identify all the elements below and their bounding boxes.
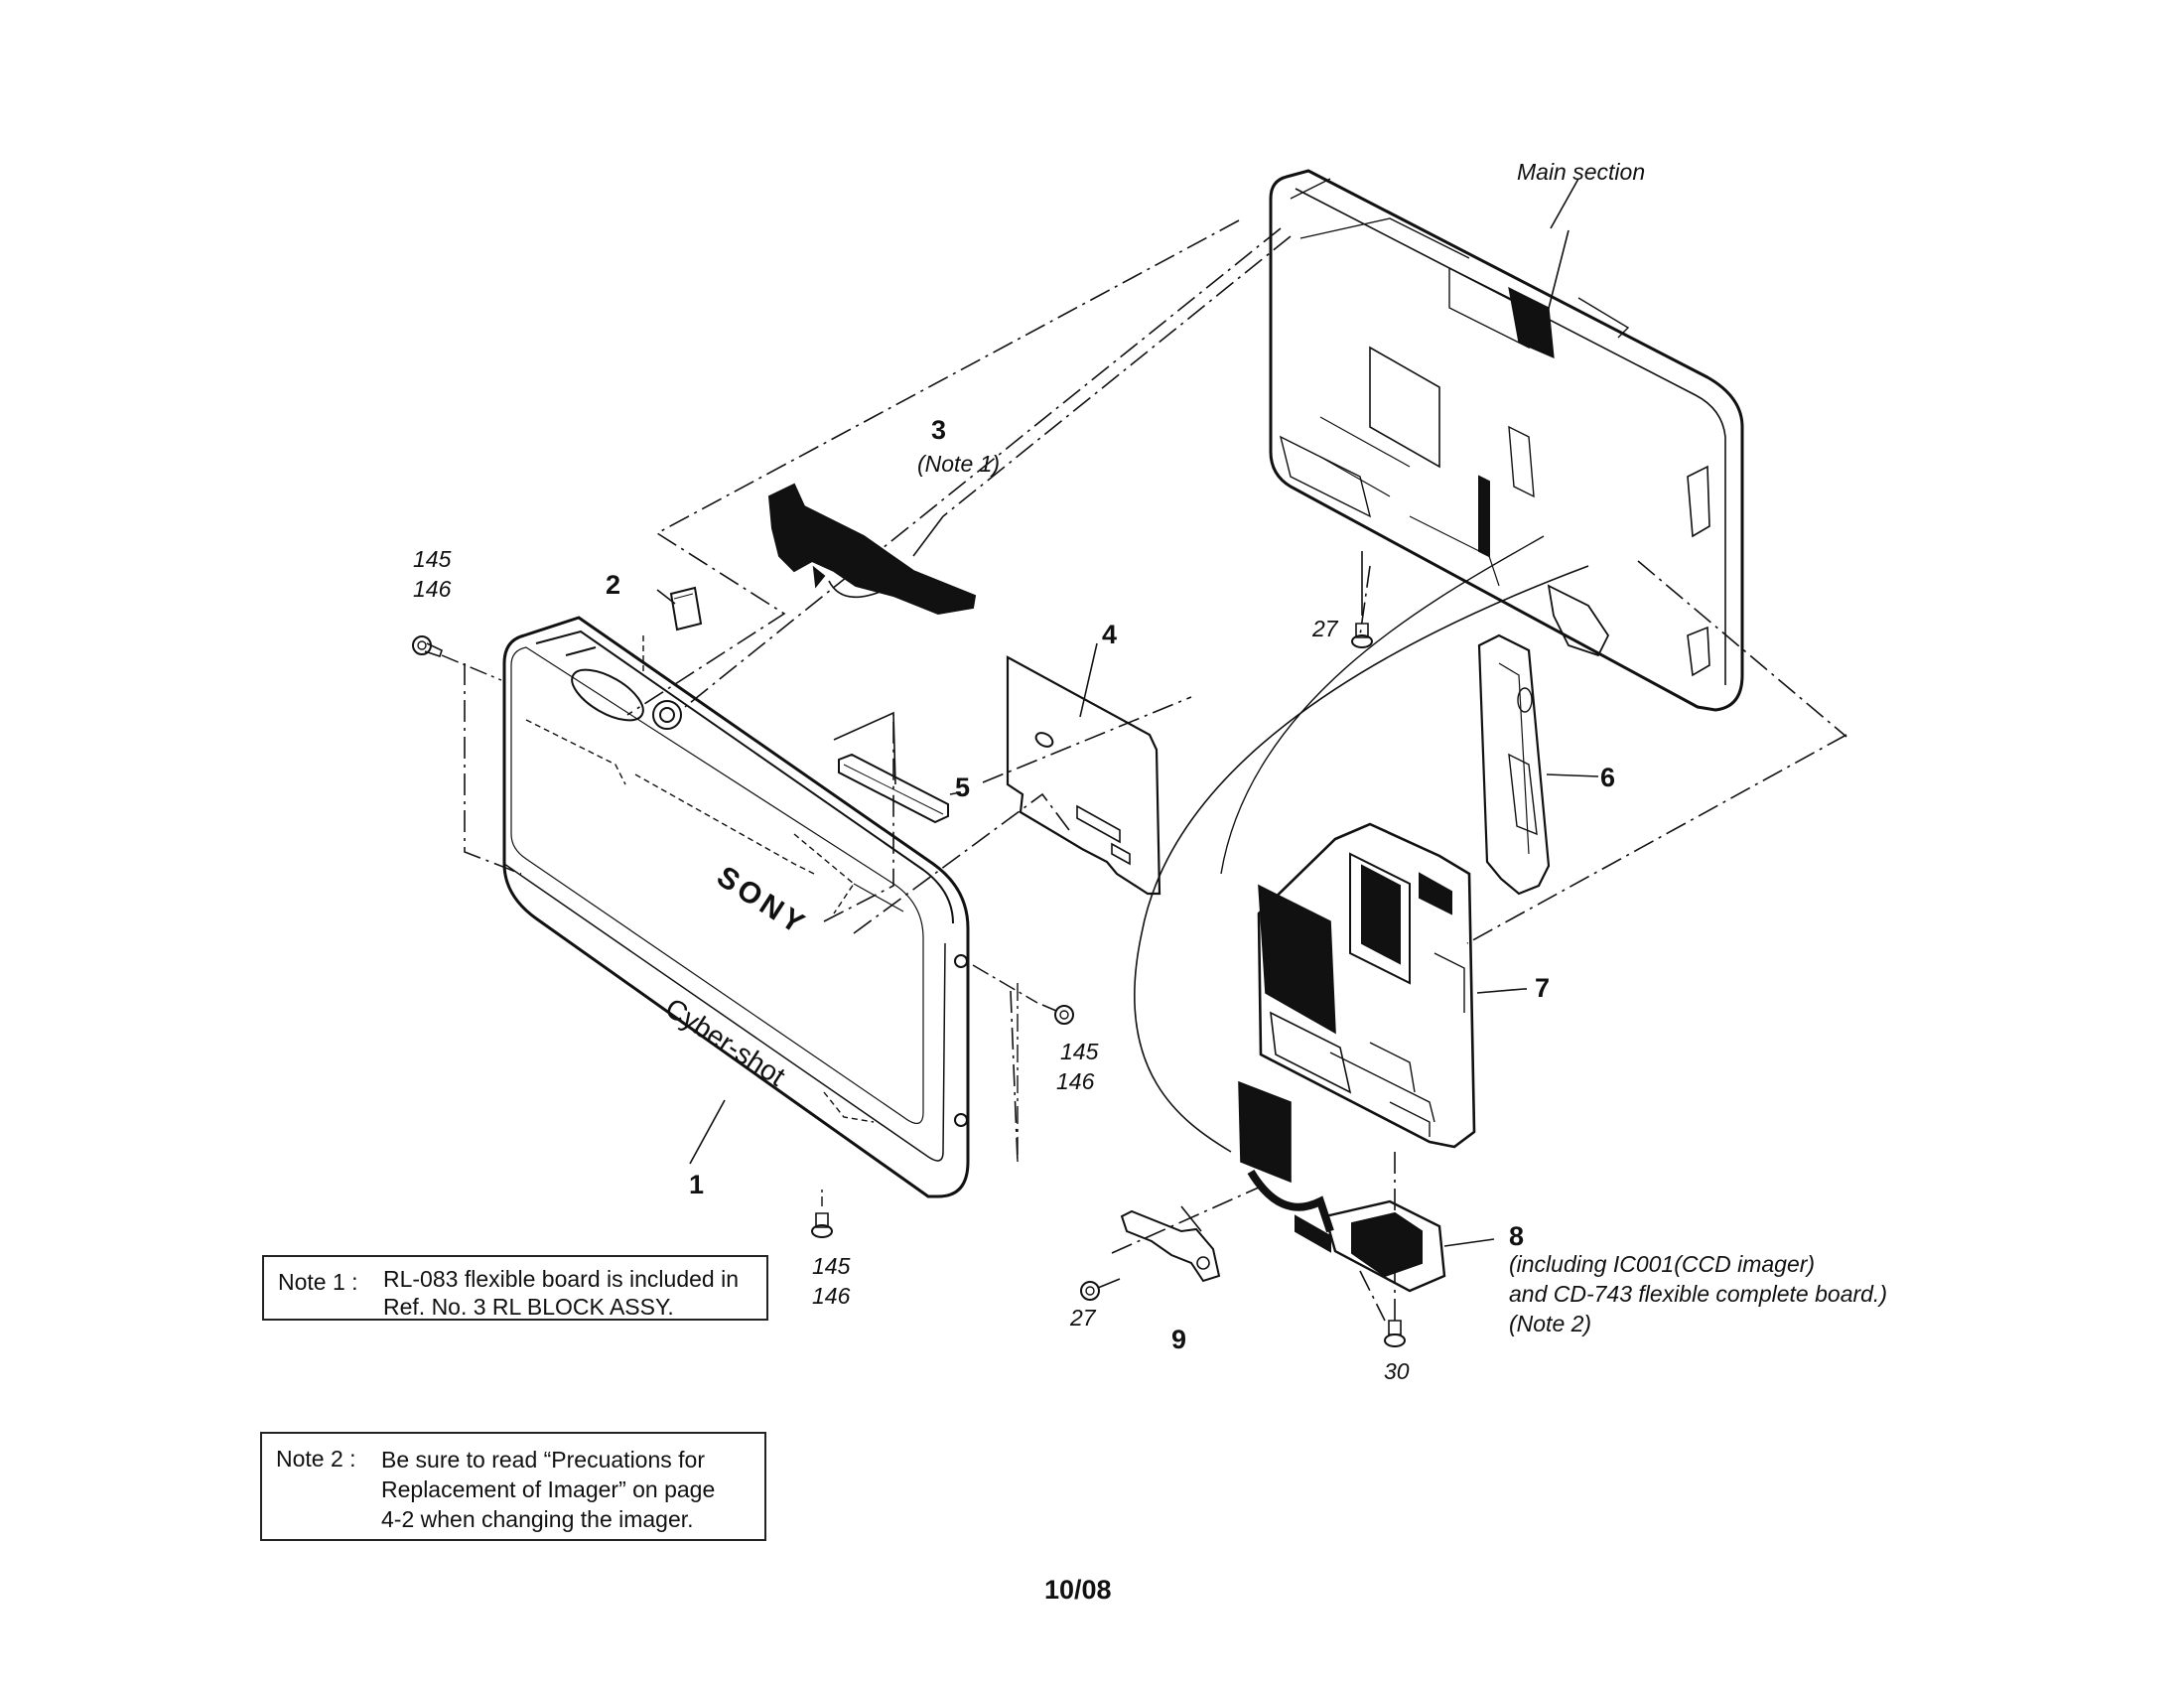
screw-27-label-top: 27 <box>1312 616 1338 641</box>
ref-8-desc-1: (including IC001(CCD imager) <box>1509 1251 1816 1277</box>
ref-5-label: 5 <box>955 772 971 802</box>
ref-4-label: 4 <box>1102 620 1118 649</box>
note-2-line-1: Be sure to read “Precuations for <box>381 1447 705 1473</box>
screw-27-top <box>1351 551 1373 648</box>
main-section-label: Main section <box>1517 159 1646 185</box>
leader-lines <box>689 178 1579 1165</box>
flex-cable-curve <box>1134 565 1589 1153</box>
ref-1-label: 1 <box>689 1170 705 1199</box>
note-1-tag: Note 1 : <box>278 1269 358 1295</box>
front-cabinet: SONY Cyber-shot <box>502 616 970 1198</box>
part-3-rl-block <box>767 483 977 616</box>
ref-6-label: 6 <box>1600 763 1616 792</box>
screw-145-146-right <box>972 964 1074 1162</box>
ref-9-label: 9 <box>1171 1325 1187 1354</box>
part-6-bracket <box>1477 633 1599 896</box>
note-2-line-2: Replacement of Imager” on page <box>381 1476 716 1502</box>
ref-3-label: 3 <box>931 415 947 445</box>
screw-146-label-c: 146 <box>812 1283 851 1309</box>
main-section-chassis <box>1269 169 1744 712</box>
screw-146-label-b: 146 <box>1056 1068 1095 1094</box>
screw-145-label-a: 145 <box>413 546 452 572</box>
note-1-box: Note 1 : RL-083 flexible board is includ… <box>262 1255 768 1321</box>
note-2-tag: Note 2 : <box>276 1446 356 1472</box>
screw-145-label-c: 145 <box>812 1253 851 1279</box>
screw-27-label-bottom: 27 <box>1070 1305 1096 1331</box>
ref-3-note: (Note 1) <box>917 451 1001 477</box>
part-7-lens-block <box>1257 822 1525 1149</box>
screw-145-146-bottom <box>811 1187 833 1238</box>
page-number: 10/08 <box>1044 1575 1112 1605</box>
screw-146-label-a: 146 <box>413 576 452 602</box>
note-1-line-2: Ref. No. 3 RL BLOCK ASSY. <box>383 1294 674 1320</box>
brand-logo: SONY <box>711 860 813 942</box>
ref-8-note: (Note 2) <box>1509 1311 1592 1336</box>
ref-2-label: 2 <box>606 570 621 600</box>
ref-8-label: 8 <box>1509 1221 1525 1251</box>
note-1-line-1: RL-083 flexible board is included in <box>383 1266 739 1292</box>
model-logo: Cyber-shot <box>660 992 791 1092</box>
screw-30-label: 30 <box>1384 1358 1410 1384</box>
note-2-line-3: 4-2 when changing the imager. <box>381 1506 694 1532</box>
screw-145-label-b: 145 <box>1060 1039 1099 1064</box>
ref-8-desc-2: and CD-743 flexible complete board.) <box>1509 1281 1887 1307</box>
screw-30 <box>1384 1320 1406 1347</box>
screw-145-146-left <box>412 635 502 681</box>
part-8-ccd-imager <box>1238 1080 1495 1293</box>
ref-7-label: 7 <box>1535 973 1551 1003</box>
part-4-sheet <box>1006 642 1161 896</box>
part-2-pad <box>642 586 703 675</box>
note-2-box: Note 2 : Be sure to read “Precuations fo… <box>260 1432 766 1541</box>
guide-lines <box>464 219 1847 1322</box>
flex-cable-curve-2 <box>1220 535 1545 875</box>
part-5-strip <box>833 711 962 824</box>
screw-27-bottom <box>1080 1278 1121 1301</box>
part-9-bracket <box>1120 1205 1221 1283</box>
